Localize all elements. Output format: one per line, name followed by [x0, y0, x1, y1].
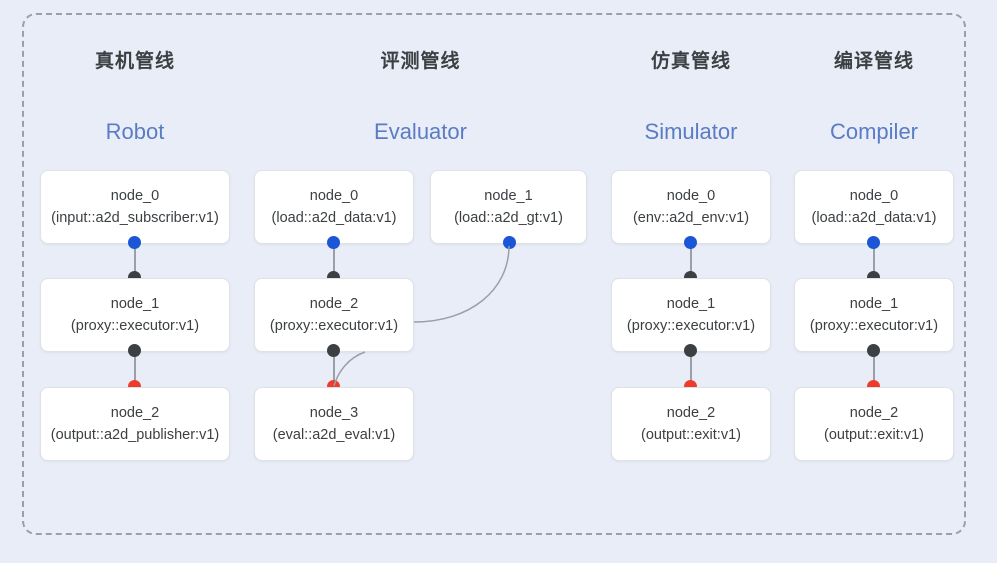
node-evaluator-3[interactable]: node_3 (eval::a2d_eval:v1)	[254, 387, 414, 461]
port-output-dot-simulator-0[interactable]	[684, 236, 697, 249]
node-id: node_1	[666, 295, 716, 312]
node-id: node_0	[110, 187, 160, 204]
node-type: (output::a2d_publisher:v1)	[50, 427, 220, 443]
node-type: (load::a2d_data:v1)	[811, 210, 937, 226]
node-compiler-0[interactable]: node_0 (load::a2d_data:v1)	[794, 170, 954, 244]
node-id: node_1	[849, 295, 899, 312]
port-output-dot-robot-1[interactable]	[128, 344, 141, 357]
node-id: node_0	[309, 187, 359, 204]
column-title-compiler: 编译管线	[833, 51, 914, 72]
node-id: node_0	[849, 187, 899, 204]
link-line-compiler-0-1	[873, 242, 875, 278]
node-type: (proxy::executor:v1)	[269, 318, 399, 334]
link-line-robot-1-2	[134, 350, 136, 388]
link-line-simulator-0-1	[690, 242, 692, 278]
node-robot-2[interactable]: node_2 (output::a2d_publisher:v1)	[40, 387, 230, 461]
node-evaluator-0[interactable]: node_0 (load::a2d_data:v1)	[254, 170, 414, 244]
node-type: (proxy::executor:v1)	[70, 318, 200, 334]
link-line-robot-0-1	[134, 242, 136, 278]
port-output-dot-compiler-0[interactable]	[867, 236, 880, 249]
node-type: (eval::a2d_eval:v1)	[272, 427, 396, 443]
column-title-robot: 真机管线	[94, 51, 175, 72]
column-title-evaluator: 评测管线	[380, 51, 461, 72]
node-id: node_1	[110, 295, 160, 312]
column-subtitle-robot: Robot	[105, 119, 165, 144]
port-output-dot-compiler-1[interactable]	[867, 344, 880, 357]
node-type: (env::a2d_env:v1)	[632, 210, 750, 226]
node-robot-1[interactable]: node_1 (proxy::executor:v1)	[40, 278, 230, 352]
port-output-dot-evaluator-0[interactable]	[327, 236, 340, 249]
node-type: (output::exit:v1)	[824, 427, 924, 443]
node-type: (proxy::executor:v1)	[809, 318, 939, 334]
node-id: node_2	[309, 295, 359, 312]
node-id: node_3	[309, 404, 359, 421]
node-type: (proxy::executor:v1)	[626, 318, 756, 334]
port-output-dot-evaluator-1[interactable]	[503, 236, 516, 249]
dashed-container-frame	[22, 13, 966, 535]
node-robot-0[interactable]: node_0 (input::a2d_subscriber:v1)	[40, 170, 230, 244]
node-type: (input::a2d_subscriber:v1)	[51, 210, 219, 226]
node-type: (load::a2d_data:v1)	[271, 210, 397, 226]
port-output-dot-simulator-1[interactable]	[684, 344, 697, 357]
node-id: node_2	[110, 404, 160, 421]
node-type: (load::a2d_gt:v1)	[454, 210, 563, 226]
node-simulator-2[interactable]: node_2 (output::exit:v1)	[611, 387, 771, 461]
node-id: node_1	[484, 187, 533, 204]
node-simulator-0[interactable]: node_0 (env::a2d_env:v1)	[611, 170, 771, 244]
node-simulator-1[interactable]: node_1 (proxy::executor:v1)	[611, 278, 771, 352]
node-evaluator-2[interactable]: node_2 (proxy::executor:v1)	[254, 278, 414, 352]
column-subtitle-evaluator: Evaluator	[374, 119, 467, 144]
port-output-dot-evaluator-2[interactable]	[327, 344, 340, 357]
port-output-dot-robot-0[interactable]	[128, 236, 141, 249]
node-id: node_0	[666, 187, 716, 204]
node-compiler-1[interactable]: node_1 (proxy::executor:v1)	[794, 278, 954, 352]
node-id: node_2	[666, 404, 716, 421]
link-line-simulator-1-2	[690, 350, 692, 388]
column-title-simulator: 仿真管线	[650, 51, 731, 72]
link-line-compiler-1-2	[873, 350, 875, 388]
node-compiler-2[interactable]: node_2 (output::exit:v1)	[794, 387, 954, 461]
node-type: (output::exit:v1)	[641, 427, 741, 443]
column-subtitle-simulator: Simulator	[644, 119, 738, 144]
link-line-evaluator-0-2	[333, 242, 335, 278]
column-subtitle-compiler: Compiler	[829, 119, 919, 144]
node-id: node_2	[849, 404, 899, 421]
node-evaluator-1[interactable]: node_1 (load::a2d_gt:v1)	[430, 170, 587, 244]
